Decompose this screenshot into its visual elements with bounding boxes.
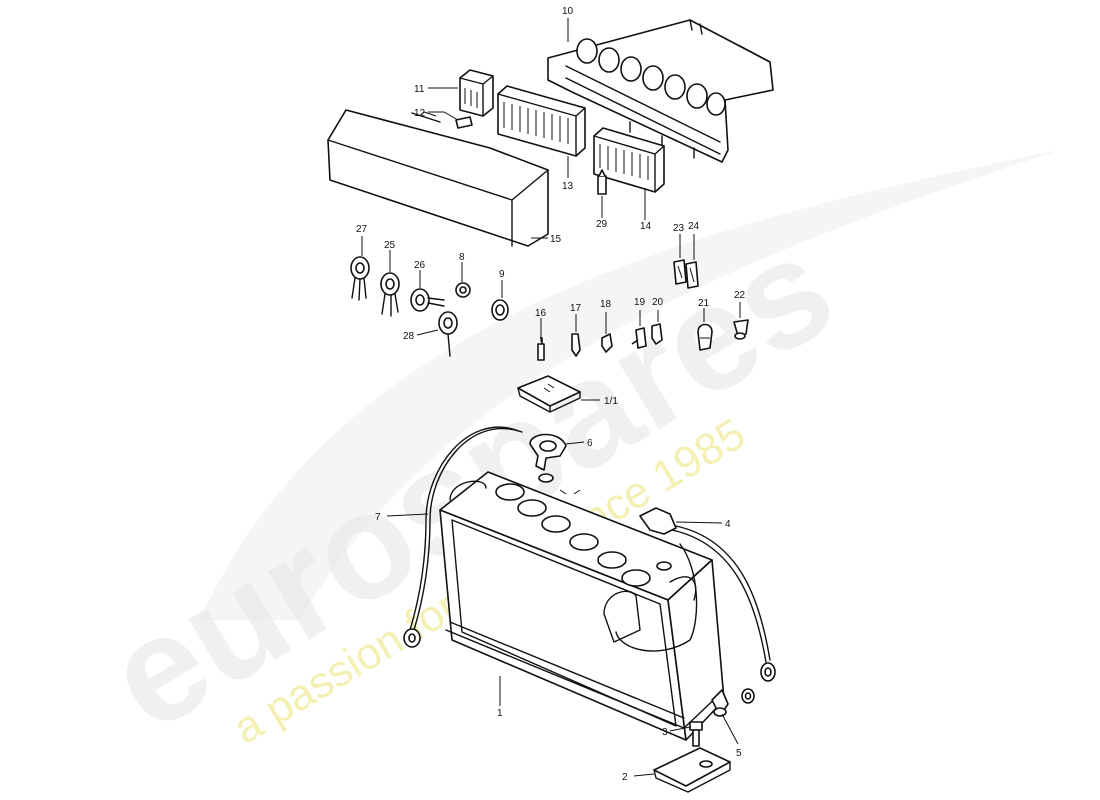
label-5: 5 <box>736 748 742 759</box>
label-13: 13 <box>562 181 574 192</box>
label-18: 18 <box>600 299 612 310</box>
label-10: 10 <box>562 6 574 17</box>
label-22: 22 <box>734 290 746 301</box>
label-15: 15 <box>550 234 562 245</box>
label-7: 7 <box>375 512 381 523</box>
label-8: 8 <box>459 252 465 263</box>
label-4: 4 <box>725 519 731 530</box>
connector-25 <box>380 272 400 317</box>
label-2: 2 <box>622 772 628 783</box>
label-1-1: 1/1 <box>604 396 618 407</box>
terminal-19 <box>631 327 647 349</box>
label-3: 3 <box>662 727 668 738</box>
label-23: 23 <box>673 223 685 234</box>
connector-27 <box>350 256 370 301</box>
label-25: 25 <box>384 240 396 251</box>
washer <box>741 688 755 704</box>
label-28: 28 <box>403 331 415 342</box>
fuse-box-medium <box>593 127 665 193</box>
fuse-box-large <box>497 85 586 157</box>
label-16: 16 <box>535 308 547 319</box>
terminal-cover <box>517 375 581 413</box>
label-14: 14 <box>640 221 652 232</box>
grommet-8 <box>455 282 471 298</box>
connector-26 <box>410 288 445 312</box>
label-24: 24 <box>688 221 700 232</box>
watermark-swoosh <box>200 150 1060 620</box>
leader-lines <box>361 18 741 777</box>
label-9: 9 <box>499 269 505 280</box>
terminal-clamp <box>529 433 567 471</box>
label-11: 11 <box>414 84 425 95</box>
label-12: 12 <box>414 108 426 119</box>
battery-clamp <box>653 747 731 793</box>
connector-28 <box>438 311 458 357</box>
fuse-box-cover <box>327 109 549 247</box>
label-1: 1 <box>497 708 503 719</box>
pin-29 <box>597 169 607 195</box>
fuse-holder-22 <box>733 319 749 340</box>
label-21: 21 <box>698 298 710 309</box>
label-19: 19 <box>634 297 646 308</box>
clip-12 <box>455 116 473 129</box>
battery <box>439 471 725 741</box>
fuses-23-24 <box>673 259 699 289</box>
part-labels: 10 11 12 13 14 29 15 27 25 26 28 8 9 16 … <box>356 6 746 783</box>
wing-nut-5 <box>711 689 729 717</box>
fuse-bracket <box>547 19 774 163</box>
terminal-18 <box>601 333 613 353</box>
label-6: 6 <box>587 438 593 449</box>
label-29: 29 <box>596 219 608 230</box>
positive-cable <box>615 507 776 682</box>
label-26: 26 <box>414 260 426 271</box>
label-27: 27 <box>356 224 368 235</box>
fuse-holder-21 <box>697 323 713 351</box>
fuse-box-small <box>459 69 494 117</box>
label-20: 20 <box>652 297 664 308</box>
label-17: 17 <box>570 303 582 314</box>
grommet-9 <box>491 299 509 321</box>
terminal-20 <box>651 323 663 345</box>
terminal-17 <box>571 333 581 357</box>
